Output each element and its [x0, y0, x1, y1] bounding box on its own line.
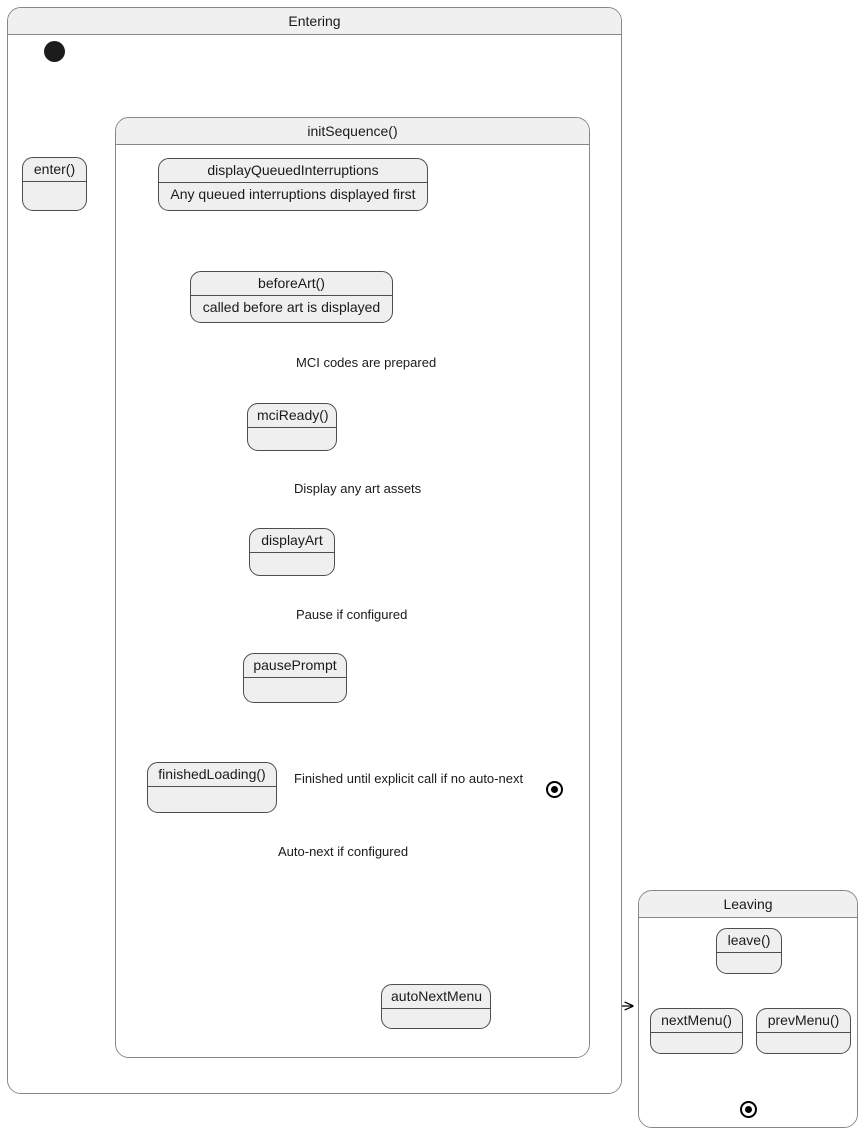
- state-mci-ready-desc: [248, 428, 336, 448]
- composite-state-entering-title: Entering: [8, 8, 621, 35]
- state-display-queued-interruptions-desc: Any queued interruptions displayed first: [170, 186, 416, 202]
- state-leave-name: leave(): [717, 929, 781, 953]
- state-next-menu-desc: [651, 1033, 742, 1053]
- edge-label-finished-until-explicit-call: Finished until explicit call if no auto-…: [294, 771, 524, 786]
- edge-label-pause-if-configured: Pause if configured: [296, 607, 408, 622]
- state-auto-next-menu[interactable]: autoNextMenu: [381, 984, 491, 1029]
- state-finished-loading[interactable]: finishedLoading(): [147, 762, 277, 813]
- state-prev-menu-desc: [757, 1033, 850, 1053]
- state-next-menu[interactable]: nextMenu(): [650, 1008, 743, 1054]
- state-enter-desc: [23, 182, 86, 202]
- state-display-art[interactable]: displayArt: [249, 528, 335, 576]
- state-finished-loading-desc: [148, 787, 276, 807]
- state-auto-next-menu-desc: [382, 1009, 490, 1028]
- state-pause-prompt[interactable]: pausePrompt: [243, 653, 347, 703]
- state-display-queued-interruptions[interactable]: displayQueuedInterruptions Any queued in…: [158, 158, 428, 211]
- state-mci-ready-name: mciReady(): [248, 404, 336, 428]
- state-prev-menu[interactable]: prevMenu(): [756, 1008, 851, 1054]
- state-before-art-desc: called before art is displayed: [202, 299, 381, 315]
- state-before-art-name: beforeArt(): [191, 272, 392, 296]
- state-before-art[interactable]: beforeArt() called before art is display…: [190, 271, 393, 323]
- composite-state-initsequence-title: initSequence(): [116, 118, 589, 145]
- state-display-queued-interruptions-name: displayQueuedInterruptions: [159, 159, 427, 183]
- state-pause-prompt-desc: [244, 678, 346, 698]
- state-leave[interactable]: leave(): [716, 928, 782, 974]
- state-enter[interactable]: enter(): [22, 157, 87, 211]
- state-enter-name: enter(): [23, 158, 86, 182]
- state-prev-menu-name: prevMenu(): [757, 1009, 850, 1033]
- state-display-art-name: displayArt: [250, 529, 334, 553]
- edge-label-display-art-assets: Display any art assets: [294, 481, 422, 496]
- state-auto-next-menu-name: autoNextMenu: [382, 985, 490, 1009]
- state-display-art-desc: [250, 553, 334, 573]
- composite-state-leaving-title: Leaving: [639, 891, 857, 918]
- final-state-node-leaving: [740, 1101, 757, 1118]
- final-state-node-entering: [546, 781, 563, 798]
- state-mci-ready[interactable]: mciReady(): [247, 403, 337, 451]
- final-state-inner-dot: [745, 1106, 752, 1113]
- state-finished-loading-name: finishedLoading(): [148, 763, 276, 787]
- final-state-inner-dot: [551, 786, 558, 793]
- state-pause-prompt-name: pausePrompt: [244, 654, 346, 678]
- composite-state-initsequence[interactable]: initSequence(): [115, 117, 590, 1058]
- state-leave-desc: [717, 953, 781, 973]
- state-next-menu-name: nextMenu(): [651, 1009, 742, 1033]
- edge-label-auto-next-if-configured: Auto-next if configured: [278, 844, 409, 859]
- edge-label-mci-codes-prepared: MCI codes are prepared: [296, 355, 437, 370]
- initial-state-node: [44, 41, 65, 62]
